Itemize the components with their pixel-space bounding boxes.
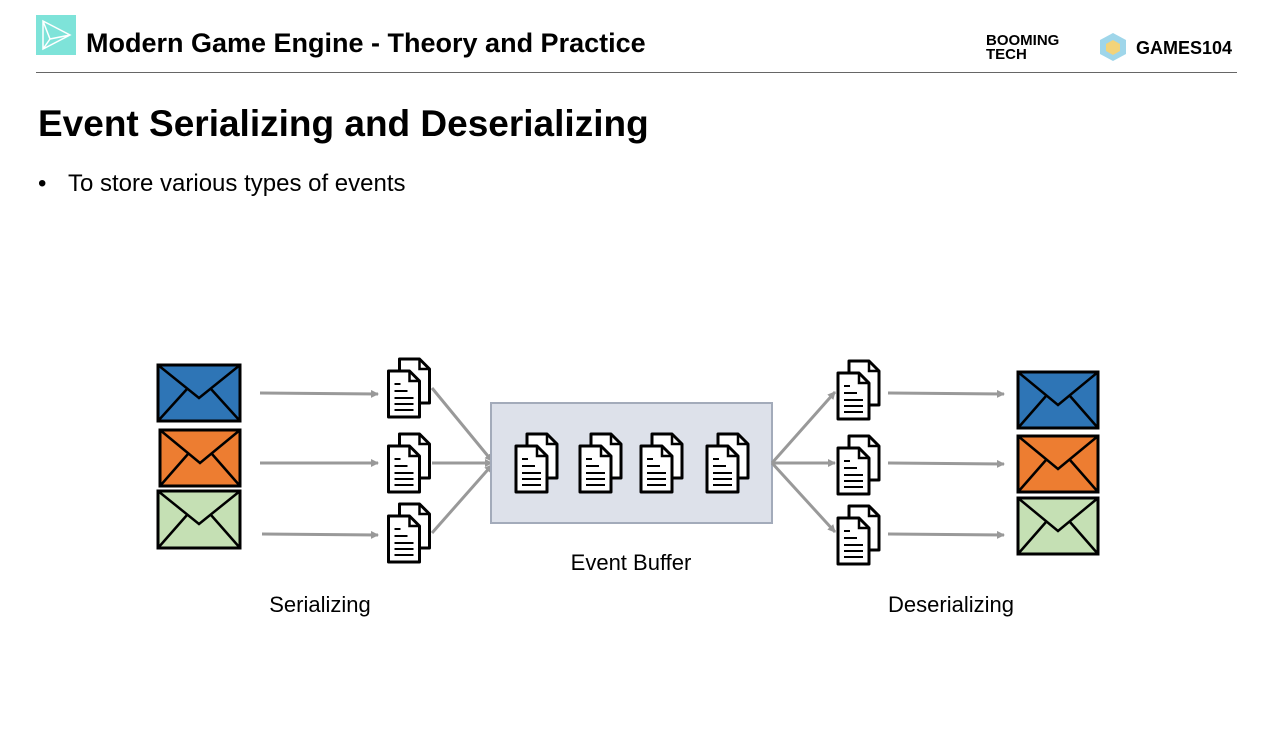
bullet-text: To store various types of events: [68, 170, 406, 197]
envelope-icon-green: [156, 489, 242, 550]
event-buffer-label: Event Buffer: [570, 550, 692, 575]
envelope-icon-blue: [1016, 370, 1100, 430]
arrow: [887, 530, 1005, 539]
header-title: Modern Game Engine - Theory and Practice: [86, 28, 646, 58]
games104-logo: GAMES104: [1136, 38, 1233, 58]
arrow: [770, 391, 837, 464]
booming-tech-logo: BOOMING TECH: [986, 32, 1060, 63]
slide-title: Event Serializing and Deserializing: [38, 103, 649, 144]
bullet-item: •To store various types of events: [38, 170, 406, 197]
arrow: [261, 530, 379, 539]
envelope-icon-blue: [156, 363, 242, 423]
deserializing-label: Deserializing: [888, 592, 1014, 617]
envelope-icon-green: [1016, 496, 1100, 556]
games104-cube-icon: [1098, 32, 1128, 62]
arrow: [259, 389, 379, 398]
document-icon: [386, 502, 432, 564]
envelope-icon-orange: [158, 428, 242, 488]
document-icon: [386, 357, 432, 419]
serializing-label: Serializing: [269, 592, 371, 617]
document-icon: [386, 432, 432, 494]
arrow: [887, 389, 1005, 398]
arrow: [887, 459, 1005, 468]
document-icon: [836, 359, 881, 421]
header-divider: [36, 72, 1237, 73]
document-icon: [836, 434, 881, 496]
document-icon: [836, 504, 881, 566]
arrow: [430, 387, 494, 462]
course-logo-icon: [36, 15, 76, 55]
envelope-icon-orange: [1016, 434, 1100, 494]
arrow: [430, 464, 494, 534]
arrow: [770, 461, 837, 534]
